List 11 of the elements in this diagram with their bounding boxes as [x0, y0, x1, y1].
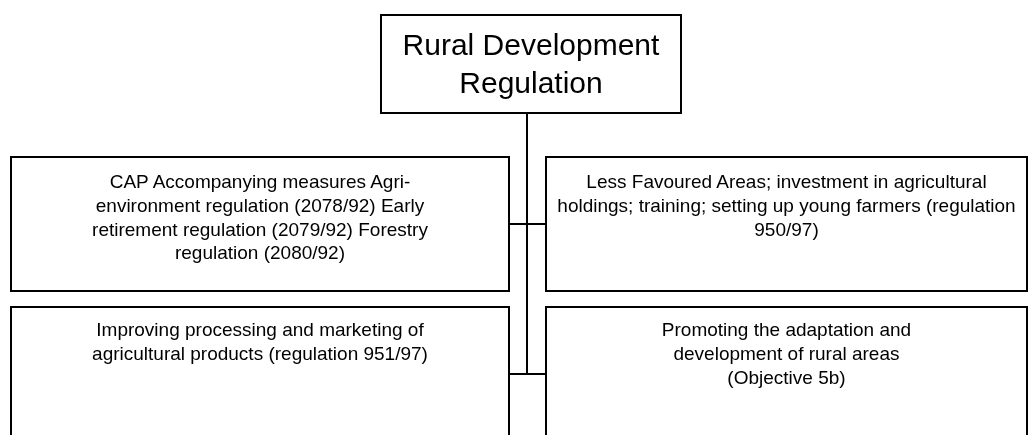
box-text: Rural Development Regulation	[401, 27, 661, 101]
measure-box	[545, 156, 1028, 292]
connector-line	[526, 113, 546, 375]
measure-box	[10, 156, 510, 292]
title-box	[380, 14, 682, 114]
box-text: Promoting the adaptation and development of rural areas (Objective 5b)	[660, 318, 913, 390]
box-text: Improving processing and marketing of agricultural products (regulation 951/97)	[91, 318, 429, 366]
box-text: Less Favoured Areas; investment in agricultural holdings; training; setting up young farmers (regulation 950/97)	[556, 170, 1017, 242]
measure-box	[545, 306, 1028, 435]
box-text: CAP Accompanying measures Agri-environment regulation (2078/92) Early retirement regulation (2079/92) Forestry regulation (2080/92)	[91, 170, 429, 265]
measure-box	[10, 306, 510, 435]
